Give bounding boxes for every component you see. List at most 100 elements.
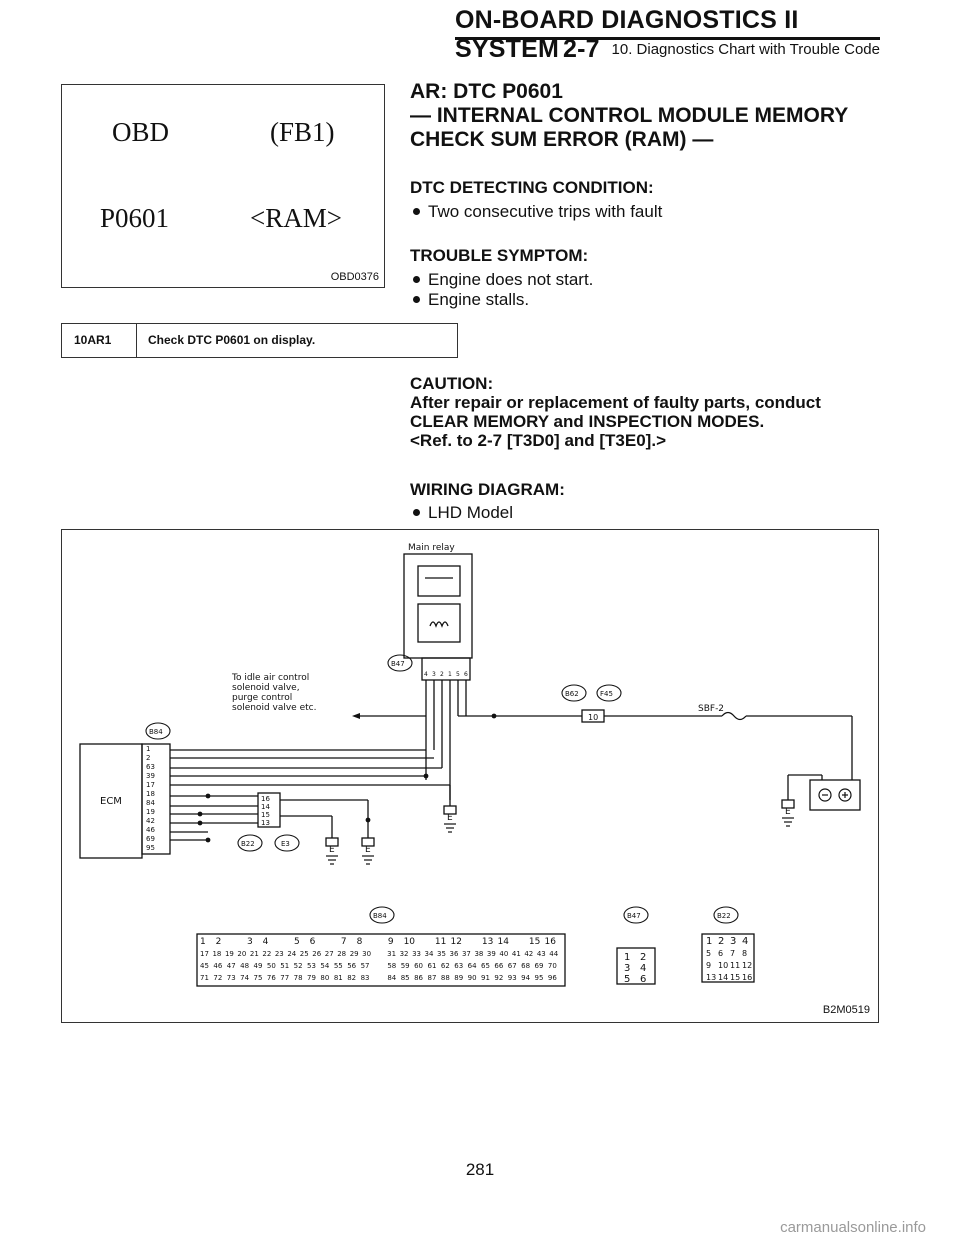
b22-face-pin-number: 8 xyxy=(742,949,747,958)
diagram-figure-code: B2M0519 xyxy=(822,1004,870,1016)
b84-pin-number: 52 xyxy=(294,962,303,970)
b84-pin-number: 39 xyxy=(487,950,496,958)
wiring-model-item: LHD Model xyxy=(410,503,513,523)
ecm-pin-number: 17 xyxy=(146,781,155,789)
b84-pin-number: 34 xyxy=(425,950,434,958)
b84-pin-number: 10 xyxy=(404,937,416,947)
ground-label: E xyxy=(365,845,371,855)
junction-dot xyxy=(491,713,497,719)
b84-pin-number: 96 xyxy=(548,974,557,982)
fuse-number: 10 xyxy=(588,713,598,722)
b84-pin-number: 56 xyxy=(347,962,356,970)
ecm-pin-number: 39 xyxy=(146,772,155,780)
b84-pin-number: 22 xyxy=(262,950,271,958)
b84-pin-number: 23 xyxy=(275,950,284,958)
caution-line-3: <Ref. to 2-7 [T3D0] and [T3E0].> xyxy=(410,431,666,450)
b84-pin-number: 32 xyxy=(400,950,409,958)
battery-positive-icon xyxy=(838,788,852,802)
idle-note-line-4: solenoid valve etc. xyxy=(232,703,316,713)
obd-display-figure: OBD (FB1) P0601 <RAM> OBD0376 xyxy=(61,84,385,288)
b84-pin-number: 8 xyxy=(357,937,363,947)
b62-label: B62 xyxy=(565,690,579,698)
b84-pin-number: 24 xyxy=(287,950,296,958)
bullet-icon xyxy=(413,296,420,304)
b84-pin-number: 1 xyxy=(200,937,206,947)
b84-label: B84 xyxy=(149,728,163,736)
diagnostic-step-box: 10AR1 Check DTC P0601 on display. xyxy=(61,323,458,358)
b84-pin-number: 77 xyxy=(280,974,289,982)
b84-pin-number: 12 xyxy=(451,937,462,947)
bullet-icon xyxy=(413,509,420,517)
b84-pin-number: 45 xyxy=(200,962,209,970)
b22-pin-number: 14 xyxy=(261,803,270,811)
ecm-pin-number: 42 xyxy=(146,817,155,825)
title-line-1: AR: DTC P0601 xyxy=(410,80,563,103)
bullet-icon xyxy=(413,208,420,216)
wiring-diagram-label: WIRING DIAGRAM: xyxy=(410,480,565,499)
b22-face-pin-number: 9 xyxy=(706,961,711,970)
trouble-symptom-label: TROUBLE SYMPTOM: xyxy=(410,246,589,265)
b22-face-pin-number: 2 xyxy=(718,936,724,947)
b84-pin-number: 66 xyxy=(494,962,503,970)
caution-note: CAUTION: After repair or replacement of … xyxy=(410,374,880,450)
b84-pin-number: 26 xyxy=(312,950,321,958)
page-number: 281 xyxy=(465,1160,495,1179)
b84-pin-number: 42 xyxy=(524,950,533,958)
b47-face-label: B47 xyxy=(627,912,641,920)
b84-pin-number: 5 xyxy=(294,937,300,947)
junction-dot xyxy=(197,820,203,826)
b84-pin-number: 92 xyxy=(494,974,503,982)
trouble-symptom-item: Engine stalls. xyxy=(410,290,529,310)
b84-pin-number: 40 xyxy=(499,950,508,958)
display-ram: <RAM> xyxy=(250,203,342,233)
dtc-condition-label: DTC DETECTING CONDITION: xyxy=(410,178,654,197)
b84-pin-number: 94 xyxy=(521,974,530,982)
b84-pin-number: 46 xyxy=(213,962,222,970)
b84-pin-number: 75 xyxy=(254,974,263,982)
b22-face-pin-number: 16 xyxy=(742,973,752,982)
b47-pin-number: 3 xyxy=(432,671,436,678)
ecm-label: ECM xyxy=(100,796,122,807)
b84-pin-number: 2 xyxy=(216,937,222,947)
ecm-pin-number: 95 xyxy=(146,844,155,852)
b22-face-label: B22 xyxy=(717,912,731,920)
b84-pin-number: 90 xyxy=(468,974,477,982)
b47-pin-block xyxy=(421,657,471,681)
relay-coil-icon xyxy=(429,621,449,628)
junction-dot xyxy=(197,811,203,817)
relay-switch-frame xyxy=(417,565,461,597)
b22-face-pin-number: 10 xyxy=(718,961,728,970)
wiring-diagram: Main relay To idle air control solenoid … xyxy=(61,529,879,1023)
b22-face-pin-number: 3 xyxy=(730,936,736,947)
display-dtc: P0601 xyxy=(100,203,170,233)
b84-pin-number: 72 xyxy=(213,974,222,982)
title-line-2: — INTERNAL CONTROL MODULE MEMORY xyxy=(410,104,849,127)
b84-pin-number: 53 xyxy=(307,962,316,970)
b84-pin-number: 17 xyxy=(200,950,209,958)
junction-dot xyxy=(205,793,211,799)
b47-pin-number: 4 xyxy=(424,671,428,678)
idle-note-line-1: To idle air control xyxy=(231,673,309,683)
b22-pin-number: 16 xyxy=(261,795,270,803)
b22-face-pin-number: 4 xyxy=(742,936,748,947)
b47-pin-number: 1 xyxy=(448,671,452,678)
b84-face-label-ellipse xyxy=(369,906,395,924)
caution-line-2: CLEAR MEMORY and INSPECTION MODES. xyxy=(410,412,765,431)
b84-pin-number: 11 xyxy=(435,937,446,947)
b22-face-label-ellipse xyxy=(713,906,739,924)
wiring-diagram-svg: Main relay To idle air control solenoid … xyxy=(79,543,861,987)
b84-pin-number: 95 xyxy=(535,974,544,982)
b47-pin-number: 2 xyxy=(440,671,444,678)
b84-pin-number: 30 xyxy=(362,950,371,958)
b84-pin-number: 37 xyxy=(462,950,471,958)
f45-connector-label-ellipse xyxy=(596,684,622,702)
b62-connector-label-ellipse xyxy=(561,684,587,702)
b84-pin-number: 74 xyxy=(240,974,249,982)
idle-note-line-2: solenoid valve, xyxy=(232,683,300,693)
b47-pin-number: 5 xyxy=(456,671,460,678)
b84-pin-number: 73 xyxy=(227,974,236,982)
b84-face-label: B84 xyxy=(373,912,387,920)
b47-face-pin-number: 1 xyxy=(624,952,630,963)
b84-pin-number: 51 xyxy=(280,962,289,970)
ground-terminal-mid xyxy=(361,837,375,847)
